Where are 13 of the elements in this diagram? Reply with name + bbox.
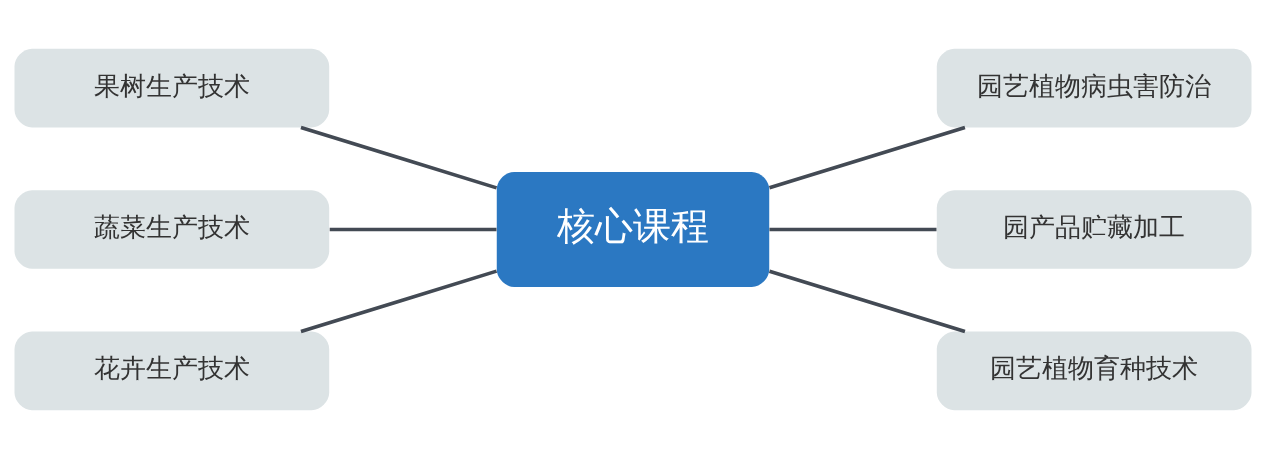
node-box: 园产品贮藏加工 — [936, 190, 1252, 269]
connector — [768, 269, 966, 334]
connector — [329, 227, 497, 232]
node-box: 果树生产技术 — [14, 48, 330, 128]
node-box: 花卉生产技术 — [14, 331, 330, 411]
node-box: 园艺植物育种技术 — [936, 331, 1252, 411]
connector — [300, 269, 498, 334]
node-box: 蔬菜生产技术 — [14, 190, 330, 269]
connector — [300, 125, 498, 190]
connector — [769, 227, 937, 232]
node-box: 核心课程 — [496, 171, 770, 288]
node-box: 园艺植物病虫害防治 — [936, 48, 1252, 128]
connector — [768, 125, 966, 190]
